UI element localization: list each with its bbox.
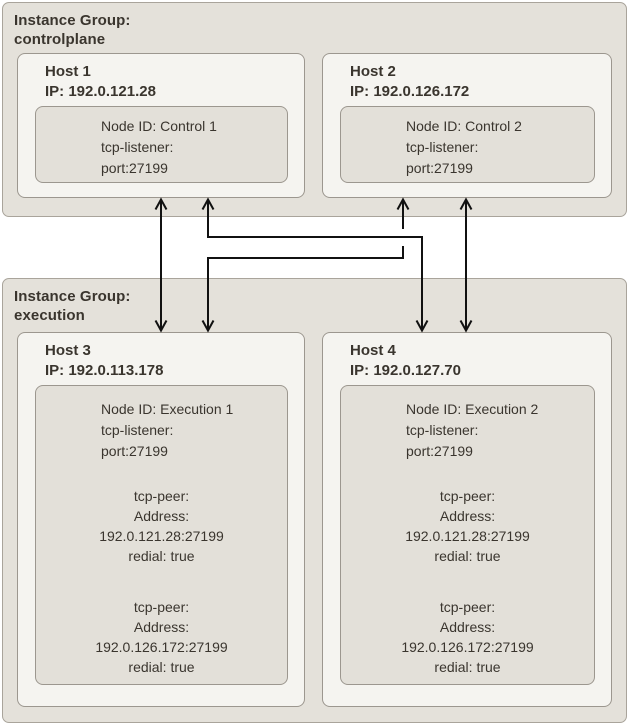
tcp-peer-line: tcp-peer: [133,488,190,504]
node-listener-block: Node ID: Execution 2 tcp-listener: port:… [406,399,594,462]
port-line: port:27199 [406,160,473,176]
group-title-label: Instance Group: [14,12,131,29]
tcp-peer-block-2: tcp-peer: Address: 192.0.126.172:27199 r… [341,597,594,677]
port-line: port:27199 [101,443,168,459]
group-name: controlplane [14,31,106,48]
host-3-title: Host 3 [45,342,91,359]
host-2-ip: IP: 192.0.126.172 [350,83,470,100]
instance-group-execution: Instance Group: execution Host 3 IP: 192… [2,278,627,723]
tcp-listener-line: tcp-listener: [101,139,174,155]
peer-address-label: Address: [439,619,496,635]
peer-address-label: Address: [439,508,496,524]
group-title-label: Instance Group: [14,288,131,305]
instance-group-controlplane: Instance Group: controlplane Host 1 IP: … [2,2,627,217]
host-4-box: Host 4 IP: 192.0.127.70 Node ID: Executi… [322,332,612,707]
tcp-peer-block-2: tcp-peer: Address: 192.0.126.172:27199 r… [36,597,287,677]
peer-address-label: Address: [133,619,190,635]
host-1-title: Host 1 [45,63,91,80]
node-listener-block: Node ID: Control 1 tcp-listener: port:27… [101,116,287,179]
node-id-line: Node ID: Execution 2 [406,401,539,417]
host-4-title: Host 4 [350,342,396,359]
host-2-box: Host 2 IP: 192.0.126.172 Node ID: Contro… [322,53,612,198]
tcp-peer-line: tcp-peer: [439,488,496,504]
tcp-listener-line: tcp-listener: [406,139,479,155]
tcp-peer-line: tcp-peer: [133,599,190,615]
host-3-ip: IP: 192.0.113.178 [45,362,164,379]
node-box-control-1: Node ID: Control 1 tcp-listener: port:27… [35,106,288,183]
tcp-peer-block-1: tcp-peer: Address: 192.0.121.28:27199 re… [36,486,287,566]
peer-address-label: Address: [133,508,190,524]
peer-address-value: 192.0.126.172:27199 [95,639,228,655]
host-2-title: Host 2 [350,63,396,80]
tcp-peer-block-1: tcp-peer: Address: 192.0.121.28:27199 re… [341,486,594,566]
peer-address-value: 192.0.121.28:27199 [405,528,530,544]
tcp-peer-line: tcp-peer: [439,599,496,615]
port-line: port:27199 [406,443,473,459]
tcp-listener-line: tcp-listener: [406,422,479,438]
node-id-line: Node ID: Control 1 [101,118,217,134]
port-line: port:27199 [101,160,168,176]
node-listener-block: Node ID: Control 2 tcp-listener: port:27… [406,116,594,179]
host-4-ip: IP: 192.0.127.70 [350,362,461,379]
group-header: Instance Group: execution [14,287,131,325]
node-box-execution-1: Node ID: Execution 1 tcp-listener: port:… [35,385,288,685]
peer-address-value: 192.0.121.28:27199 [99,528,224,544]
peer-redial-line: redial: true [434,548,501,564]
host-3-box: Host 3 IP: 192.0.113.178 Node ID: Execut… [17,332,305,707]
node-id-line: Node ID: Execution 1 [101,401,234,417]
node-listener-block: Node ID: Execution 1 tcp-listener: port:… [101,399,287,462]
node-id-line: Node ID: Control 2 [406,118,522,134]
node-box-execution-2: Node ID: Execution 2 tcp-listener: port:… [340,385,595,685]
group-name: execution [14,307,85,324]
peer-redial-line: redial: true [128,659,195,675]
host-1-box: Host 1 IP: 192.0.121.28 Node ID: Control… [17,53,305,198]
tcp-listener-line: tcp-listener: [101,422,174,438]
group-header: Instance Group: controlplane [14,11,131,49]
peer-redial-line: redial: true [128,548,195,564]
node-box-control-2: Node ID: Control 2 tcp-listener: port:27… [340,106,595,183]
peer-address-value: 192.0.126.172:27199 [401,639,534,655]
host-1-ip: IP: 192.0.121.28 [45,83,156,100]
peer-redial-line: redial: true [434,659,501,675]
